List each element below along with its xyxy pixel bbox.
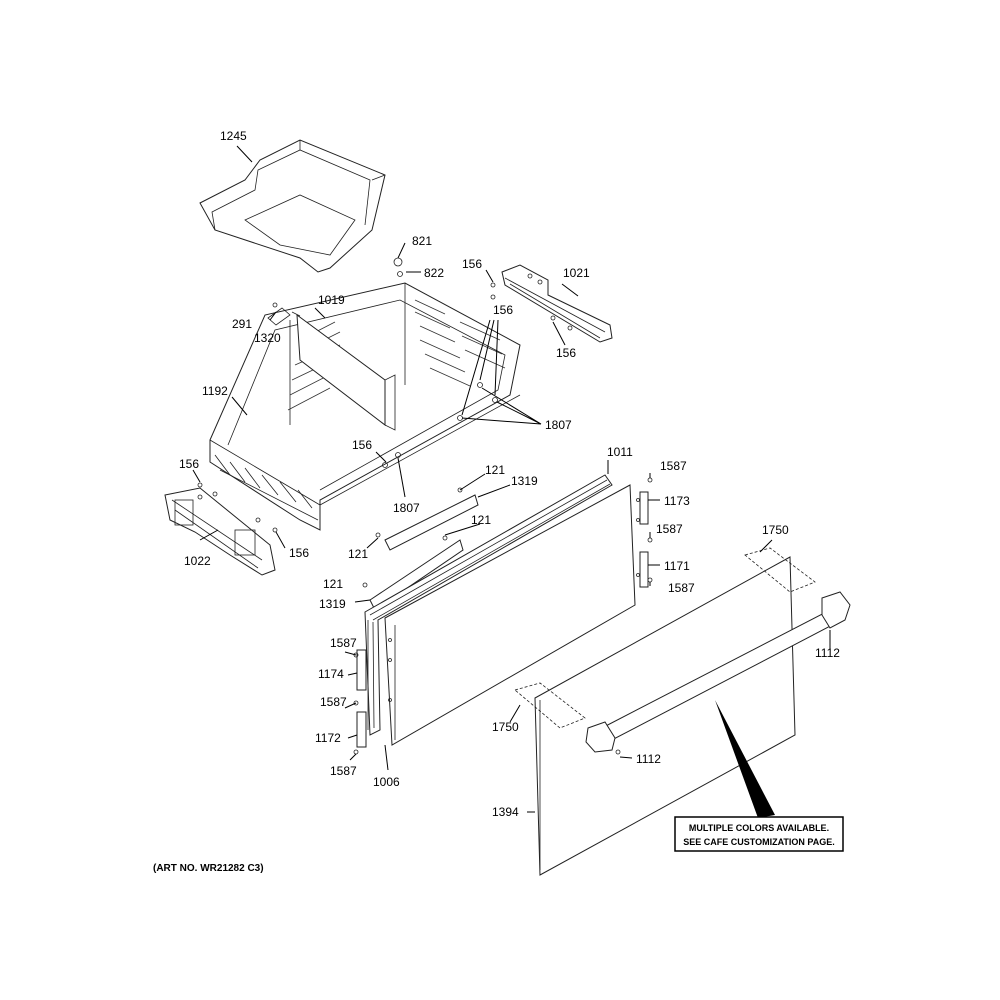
part-1750-standoffs xyxy=(509,539,816,729)
part-1112-handle xyxy=(585,591,851,759)
label-1192: 1192 xyxy=(202,384,228,398)
label-121: 121 xyxy=(471,513,491,527)
part-1173-hinge xyxy=(639,491,660,525)
label-156: 156 xyxy=(493,303,513,317)
label-156: 156 xyxy=(462,257,482,271)
label-1587: 1587 xyxy=(656,522,683,536)
label-156: 156 xyxy=(179,457,199,471)
label-1587: 1587 xyxy=(660,459,687,473)
label-1021: 1021 xyxy=(563,266,590,280)
label-1172: 1172 xyxy=(315,731,341,745)
label-1394: 1394 xyxy=(492,805,519,819)
label-1319: 1319 xyxy=(511,474,538,488)
part-1245-bin xyxy=(199,139,386,273)
label-822: 822 xyxy=(424,266,444,280)
notice-line-1: MULTIPLE COLORS AVAILABLE. xyxy=(689,823,829,833)
label-1587: 1587 xyxy=(330,636,357,650)
label-1587: 1587 xyxy=(320,695,347,709)
label-1174: 1174 xyxy=(318,667,344,681)
part-1319-lower-bracket xyxy=(354,535,464,611)
label-121: 121 xyxy=(323,577,343,591)
label-1807: 1807 xyxy=(393,501,420,515)
label-1587: 1587 xyxy=(330,764,357,778)
label-291: 291 xyxy=(232,317,252,331)
part-1021-right-rail xyxy=(501,264,613,343)
label-156: 156 xyxy=(289,546,309,560)
part-1394-outer-door xyxy=(527,556,796,876)
label-1011: 1011 xyxy=(607,445,633,459)
part-1172-hinge xyxy=(347,711,367,748)
label-1587: 1587 xyxy=(668,581,695,595)
label-1807: 1807 xyxy=(545,418,572,432)
label-1112: 1112 xyxy=(815,646,840,660)
label-121: 121 xyxy=(485,463,505,477)
color-notice-box: MULTIPLE COLORS AVAILABLE. SEE CAFE CUST… xyxy=(674,816,844,852)
part-1022-left-rail xyxy=(164,487,276,576)
label-156: 156 xyxy=(352,438,372,452)
label-1320: 1320 xyxy=(254,331,281,345)
notice-line-2: SEE CAFE CUSTOMIZATION PAGE. xyxy=(683,837,835,847)
label-1173: 1173 xyxy=(664,494,690,508)
part-1319-upper-bracket xyxy=(375,484,511,551)
part-1006-inner-door xyxy=(384,484,640,771)
label-1022: 1022 xyxy=(184,554,211,568)
label-821: 821 xyxy=(412,234,432,248)
label-1006: 1006 xyxy=(373,775,400,789)
label-1750: 1750 xyxy=(492,720,519,734)
art-number: (ART NO. WR21282 C3) xyxy=(153,863,264,874)
label-1319: 1319 xyxy=(319,597,346,611)
label-1750: 1750 xyxy=(762,523,789,537)
label-1112: 1112 xyxy=(636,752,661,766)
part-1174-hinge xyxy=(347,649,367,691)
hardware-screws xyxy=(192,242,653,761)
label-1171: 1171 xyxy=(664,559,690,573)
part-labels: 1245 821 822 156 1021 156 156 291 1019 1… xyxy=(179,129,840,819)
label-1019: 1019 xyxy=(318,293,345,307)
part-1011-gasket xyxy=(364,460,613,736)
label-121: 121 xyxy=(348,547,368,561)
label-156: 156 xyxy=(556,346,576,360)
part-1171-hinge xyxy=(639,551,660,588)
label-1245: 1245 xyxy=(220,129,247,143)
part-1019-divider xyxy=(291,307,396,431)
